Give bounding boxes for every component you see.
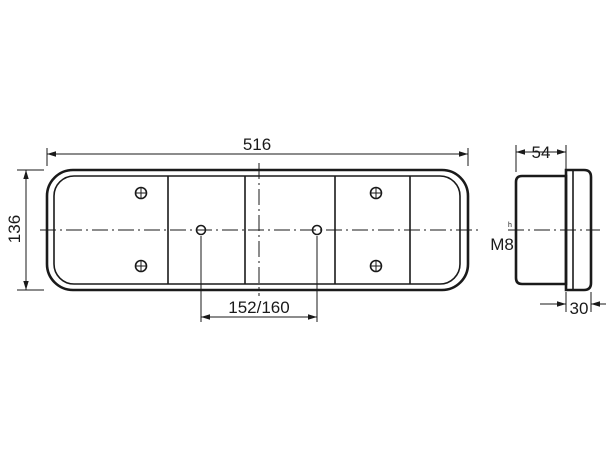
dimension-label-mount-spacing: 152/160 bbox=[228, 298, 289, 317]
lens-screw bbox=[369, 186, 383, 200]
mounting-hole-left bbox=[195, 224, 207, 236]
dimension-label-depth: 54 bbox=[532, 143, 551, 162]
dimension-overall-length: 516 bbox=[46, 135, 469, 166]
lens-screw bbox=[134, 186, 148, 200]
side-body-outline bbox=[514, 174, 568, 286]
dimension-overall-height: 136 bbox=[5, 169, 44, 291]
thread-label: M8 bbox=[490, 235, 514, 254]
dimension-label-length: 516 bbox=[243, 135, 271, 154]
front-view: 516 136 152/160 bbox=[5, 135, 478, 322]
dimension-mount-spacing: 152/160 bbox=[200, 236, 318, 322]
thread-mark: h bbox=[508, 222, 512, 229]
lens-screw bbox=[134, 259, 148, 273]
dimension-label-height: 136 bbox=[5, 215, 24, 243]
dimension-side-depth: 54 bbox=[515, 143, 567, 172]
dimension-label-flange: 30 bbox=[570, 299, 589, 318]
side-view: h M8 54 30 bbox=[490, 143, 606, 318]
lens-screw bbox=[369, 259, 383, 273]
side-flange-outline bbox=[564, 168, 593, 292]
dimension-side-flange: 30 bbox=[540, 292, 606, 318]
mounting-hole-right bbox=[311, 224, 323, 236]
